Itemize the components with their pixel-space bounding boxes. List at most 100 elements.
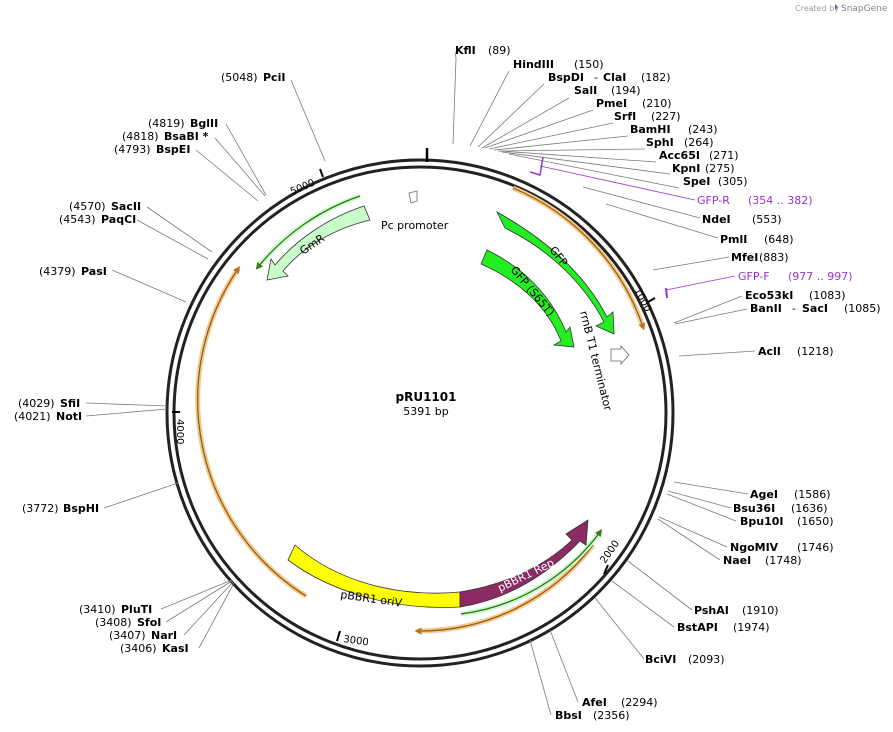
enzyme-pcii-pos: (5048) <box>221 71 258 84</box>
enzyme-ngomiv-pos: (1746) <box>797 541 834 554</box>
enzyme-bspei[interactable]: BspEI <box>156 143 190 156</box>
enzyme-bpu10i[interactable]: Bpu10I <box>740 515 784 528</box>
tick-2000 <box>603 564 609 575</box>
enzyme-bcivi[interactable]: BciVI <box>645 653 676 666</box>
enzyme-leader-lines-right <box>452 51 756 716</box>
enzyme-sfoi-pos: (3408) <box>95 616 132 629</box>
enzyme-bsu36i[interactable]: Bsu36I <box>733 502 775 515</box>
enzyme-pmei-pos: (210) <box>642 97 672 110</box>
enzyme-bspdi[interactable]: BspDI <box>548 71 584 84</box>
backbone-outer-ring <box>165 158 675 668</box>
enzyme-acli-pos: (1218) <box>797 345 834 358</box>
enzyme-paqci-pos: (4543) <box>59 213 96 226</box>
primer-gfp-r-pos: (354 .. 382) <box>748 194 813 207</box>
enzyme-sfii[interactable]: SfiI <box>60 397 80 410</box>
enzyme-nari-pos: (3407) <box>109 629 146 642</box>
enzyme-hindiii-pos: (150) <box>574 58 604 71</box>
enzyme-hindiii[interactable]: HindIII <box>513 58 554 71</box>
enzyme-srfi[interactable]: SrfI <box>614 110 636 123</box>
snapgene-brand: SnapGene <box>841 4 888 14</box>
enzyme-noti-pos: (4021) <box>14 410 51 423</box>
enzyme-bsphi[interactable]: BspHI <box>63 502 99 515</box>
enzyme-afei[interactable]: AfeI <box>582 696 607 709</box>
tick-5000 <box>319 168 324 178</box>
enzyme-sacii[interactable]: SacII <box>111 200 141 213</box>
enzyme-pmei[interactable]: PmeI <box>596 97 627 110</box>
enzyme-sphi[interactable]: SphI <box>646 136 674 149</box>
gfp-feature[interactable] <box>496 211 615 335</box>
enzyme-bstapi[interactable]: BstAPI <box>677 621 718 634</box>
enzyme-sfii-pos: (4029) <box>18 397 55 410</box>
enzyme-bbsi[interactable]: BbsI <box>555 709 582 722</box>
enzyme-spei-pos: (305) <box>718 175 748 188</box>
enzyme-agei[interactable]: AgeI <box>750 488 778 501</box>
enzyme-sali[interactable]: SalI <box>574 84 597 97</box>
enzyme-acli[interactable]: AclI <box>758 345 781 358</box>
enzyme-saci[interactable]: SacI <box>802 302 828 315</box>
enzyme-bsphi-pos: (3772) <box>22 502 59 515</box>
primer-gfp-r-name[interactable]: GFP-R <box>697 194 730 207</box>
enzyme-nari[interactable]: NarI <box>151 629 177 642</box>
enzyme-pshai[interactable]: PshAI <box>694 604 729 617</box>
enzyme-clai[interactable]: ClaI <box>603 71 626 84</box>
created-by-text: Created by <box>795 4 839 13</box>
enzyme-mfei[interactable]: MfeI <box>731 251 758 264</box>
primer-gfp-r-line <box>539 165 696 201</box>
rrnb-terminator-icon <box>610 344 630 366</box>
enzyme-separator: - <box>594 71 598 84</box>
enzyme-banii-pos: (1085) <box>844 302 881 315</box>
enzyme-kfli[interactable]: KflI <box>455 44 476 57</box>
enzyme-pluti-pos: (3410) <box>79 603 116 616</box>
enzyme-sphi-pos: (264) <box>684 136 714 149</box>
enzyme-banii[interactable]: BanII <box>750 302 782 315</box>
plasmid-size: 5391 bp <box>403 405 448 418</box>
enzyme-pluti[interactable]: PluTI <box>121 603 152 616</box>
orf-arc-gfp <box>512 185 646 328</box>
enzyme-pcii[interactable]: PciI <box>263 71 285 84</box>
enzyme-separator: - <box>792 302 796 315</box>
enzyme-kpni[interactable]: KpnI <box>672 162 700 175</box>
enzyme-bcivi-pos: (2093) <box>688 653 725 666</box>
enzyme-sfoi[interactable]: SfoI <box>137 616 161 629</box>
enzyme-acc65i[interactable]: Acc65I <box>659 149 700 162</box>
enzyme-ngomiv[interactable]: NgoMIV <box>730 541 779 554</box>
snapgene-logo-icon <box>835 4 838 10</box>
enzyme-sacii-pos: (4570) <box>69 200 106 213</box>
gmr-feature[interactable] <box>266 205 371 281</box>
enzyme-pshai-pos: (1910) <box>742 604 779 617</box>
enzyme-noti[interactable]: NotI <box>56 410 82 423</box>
enzyme-naei[interactable]: NaeI <box>723 554 751 567</box>
enzyme-bstapi-pos: (1974) <box>733 621 770 634</box>
enzyme-agei-pos: (1586) <box>794 488 831 501</box>
enzyme-ndei-pos: (553) <box>752 213 782 226</box>
enzyme-naei-pos: (1748) <box>765 554 802 567</box>
enzyme-bsabi[interactable]: BsaBI * <box>164 130 209 143</box>
enzyme-pasi[interactable]: PasI <box>81 265 107 278</box>
enzyme-pmli[interactable]: PmlI <box>720 233 747 246</box>
enzyme-bspei-pos: (4793) <box>114 143 151 156</box>
enzyme-eco53ki[interactable]: Eco53kI <box>745 289 793 302</box>
tick-1000 <box>647 297 656 303</box>
primer-gfp-f-pos: (977 .. 997) <box>788 270 853 283</box>
enzyme-paqci[interactable]: PaqCI <box>101 213 136 226</box>
pc-promoter-icon <box>408 190 418 204</box>
enzyme-bglii[interactable]: BglII <box>190 117 218 130</box>
enzyme-spei[interactable]: SpeI <box>683 175 710 188</box>
enzyme-bpu10i-pos: (1650) <box>797 515 834 528</box>
enzyme-bsu36i-pos: (1636) <box>791 502 828 515</box>
enzyme-srfi-pos: (227) <box>651 110 681 123</box>
enzyme-bamhi[interactable]: BamHI <box>630 123 671 136</box>
gfp-s65t-feature[interactable] <box>480 249 575 348</box>
enzyme-ndei[interactable]: NdeI <box>702 213 731 226</box>
enzyme-kasi[interactable]: KasI <box>162 642 189 655</box>
pbbr1-rep-feature[interactable] <box>459 519 589 608</box>
enzyme-pasi-pos: (4379) <box>39 265 76 278</box>
primer-gfp-f-line <box>665 275 736 291</box>
enzyme-bsabi-pos: (4818) <box>122 130 159 143</box>
primer-gfp-f-name[interactable]: GFP-F <box>738 270 770 283</box>
enzyme-eco53ki-pos: (1083) <box>809 289 846 302</box>
orf-arcs <box>195 185 646 635</box>
tick-label-4000: 4000 <box>174 419 185 444</box>
